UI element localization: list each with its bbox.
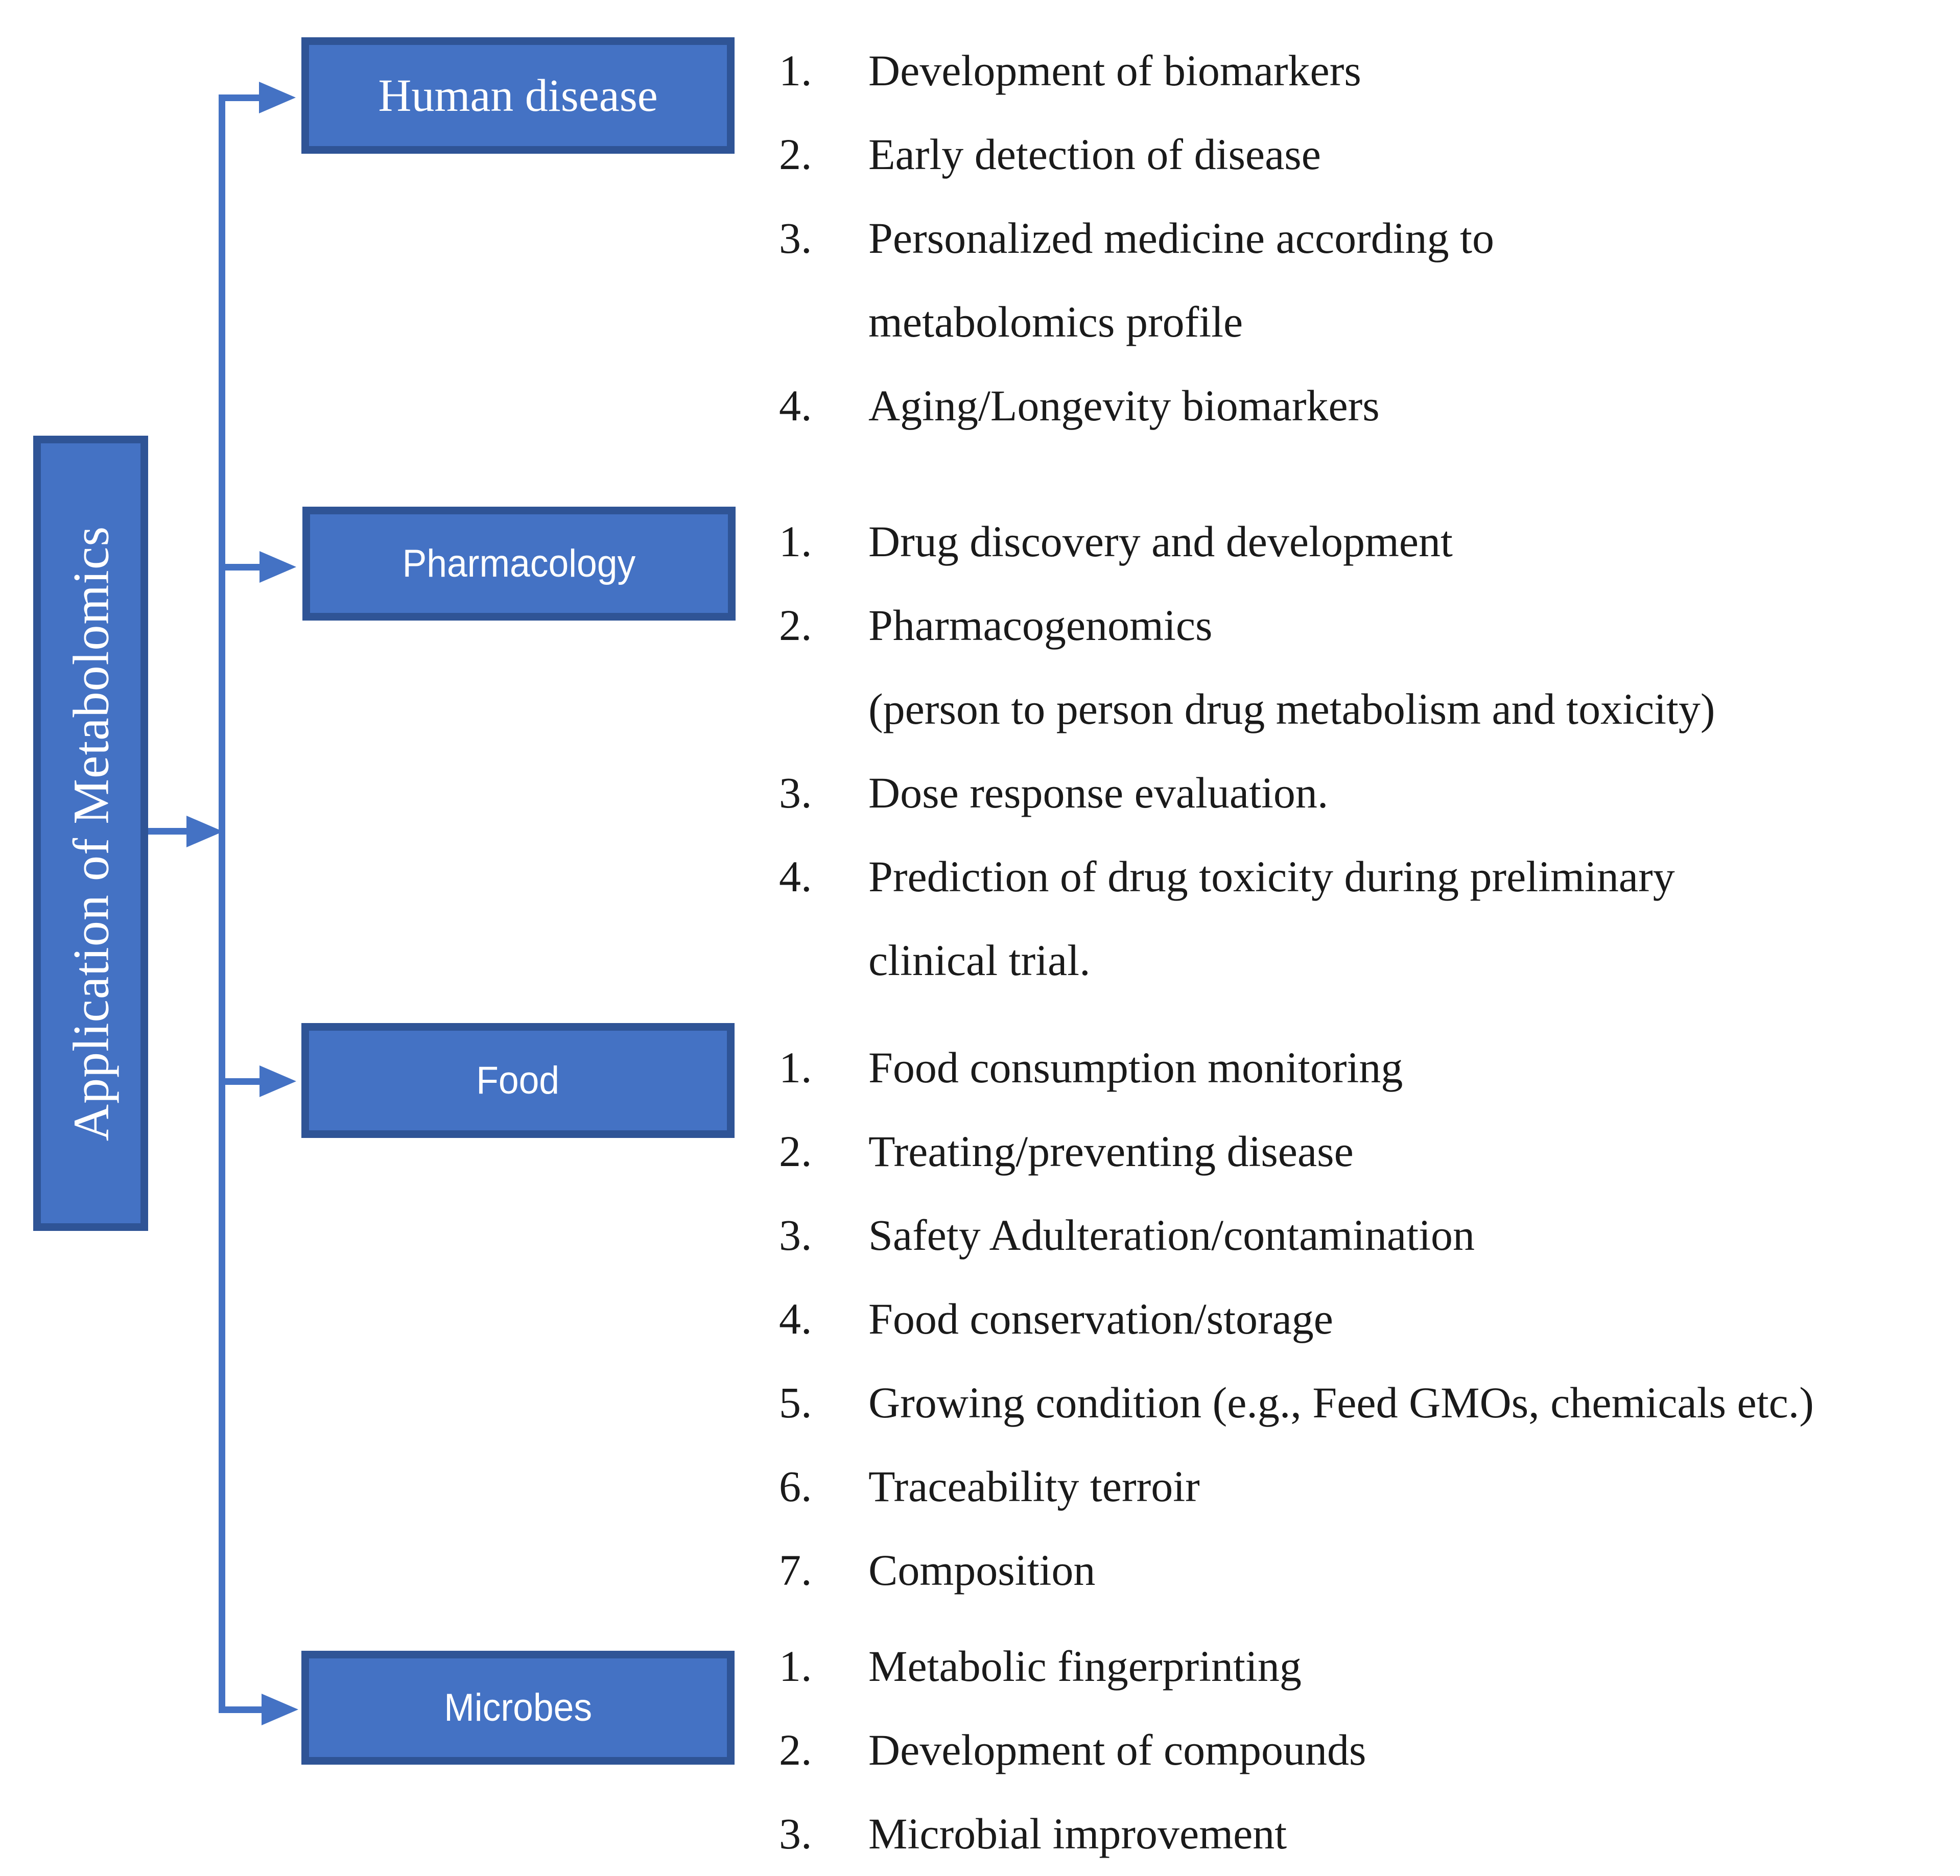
- list-item-number: 2.: [779, 601, 812, 650]
- list-item-number: 4.: [779, 381, 812, 430]
- list-item-text: Composition: [868, 1546, 1096, 1595]
- list-item: 4. Aging/Longevity biomarkers: [779, 364, 1494, 447]
- list-item-text: Metabolic fingerprinting: [868, 1642, 1302, 1691]
- connector-to-human-disease: [219, 94, 262, 101]
- list-item-number: 1.: [779, 46, 812, 95]
- list-item-number: 5.: [779, 1378, 812, 1427]
- list-item-text: Microbial improvement: [868, 1809, 1287, 1858]
- connector-root-to-trunk: [148, 828, 189, 835]
- list-item: 6. Traceability terroir: [779, 1444, 1814, 1528]
- list-item: 7. Composition: [779, 1528, 1814, 1612]
- list-item-text: Growing condition (e.g., Feed GMOs, chem…: [868, 1378, 1814, 1427]
- list-item: 2. Pharmacogenomics (person to person dr…: [779, 583, 1715, 751]
- arrowhead-food-icon: [259, 1065, 296, 1097]
- branch-box-label: Microbes: [444, 1686, 592, 1729]
- arrowhead-human-disease-icon: [259, 82, 296, 113]
- branch-box-label: Food: [476, 1059, 560, 1102]
- list-item-number: 1.: [779, 1043, 812, 1092]
- branch-box-human-disease: Human disease: [301, 37, 735, 154]
- root-box-label: Application of Metabolomics: [62, 526, 119, 1141]
- list-item-number: 2.: [779, 130, 812, 179]
- branch-box-microbes: Microbes: [301, 1651, 735, 1765]
- list-item: 1. Food consumption monitoring: [779, 1026, 1814, 1109]
- branch-box-label: Pharmacology: [402, 542, 636, 585]
- list-item: 3. Safety Adulteration/contamination: [779, 1193, 1814, 1277]
- list-item: 1. Metabolic fingerprinting: [779, 1624, 1366, 1708]
- list-item-text: Safety Adulteration/contamination: [868, 1210, 1475, 1260]
- branch-box-food: Food: [301, 1023, 735, 1138]
- arrowhead-root-to-trunk-icon: [186, 816, 223, 847]
- list-item-number: 2.: [779, 1725, 812, 1774]
- list-item-number: 3.: [779, 768, 812, 817]
- list-item: 2. Treating/preventing disease: [779, 1109, 1814, 1193]
- list-item-text: Aging/Longevity biomarkers: [868, 381, 1380, 430]
- list-item-number: 4.: [779, 852, 812, 901]
- list-item-number: 6.: [779, 1462, 812, 1511]
- list-item: 3. Personalized medicine according to me…: [779, 196, 1494, 364]
- list-item-number: 1.: [779, 517, 812, 566]
- list-item-number: 3.: [779, 1210, 812, 1260]
- list-item-text: Treating/preventing disease: [868, 1127, 1354, 1176]
- list-item: 3. Microbial improvement: [779, 1792, 1366, 1875]
- list-food: 1. Food consumption monitoring 2. Treati…: [779, 1026, 1814, 1612]
- list-item: 3. Dose response evaluation.: [779, 751, 1715, 835]
- list-item-number: 4.: [779, 1294, 812, 1343]
- list-item: 4. Prediction of drug toxicity during pr…: [779, 835, 1715, 1002]
- list-item-number: 3.: [779, 1809, 812, 1858]
- list-item-number: 7.: [779, 1546, 812, 1595]
- connector-to-microbes: [219, 1706, 265, 1713]
- arrowhead-microbes-icon: [262, 1694, 298, 1725]
- list-item-text: Pharmacogenomics (person to person drug …: [868, 601, 1715, 733]
- branch-box-label: Human disease: [378, 70, 658, 121]
- list-item: 2. Development of compounds: [779, 1708, 1366, 1792]
- arrowhead-pharmacology-icon: [259, 551, 296, 583]
- connector-trunk-line: [219, 94, 225, 1713]
- list-item-text: Personalized medicine according to metab…: [868, 213, 1495, 346]
- list-item-number: 1.: [779, 1642, 812, 1691]
- list-item-text: Early detection of disease: [868, 130, 1321, 179]
- list-item-text: Development of compounds: [868, 1725, 1366, 1774]
- list-item: 2. Early detection of disease: [779, 112, 1494, 196]
- list-pharmacology: 1. Drug discovery and development 2. Pha…: [779, 500, 1715, 1002]
- list-item-number: 2.: [779, 1127, 812, 1176]
- list-item-text: Food conservation/storage: [868, 1294, 1333, 1343]
- list-human-disease: 1. Development of biomarkers 2. Early de…: [779, 29, 1494, 447]
- list-microbes: 1. Metabolic fingerprinting 2. Developme…: [779, 1624, 1366, 1875]
- list-item: 5. Growing condition (e.g., Feed GMOs, c…: [779, 1361, 1814, 1444]
- branch-box-pharmacology: Pharmacology: [302, 507, 736, 621]
- list-item-text: Food consumption monitoring: [868, 1043, 1403, 1092]
- list-item-text: Prediction of drug toxicity during preli…: [868, 852, 1675, 985]
- list-item-text: Traceability terroir: [868, 1462, 1200, 1511]
- list-item-text: Development of biomarkers: [868, 46, 1361, 95]
- list-item: 1. Development of biomarkers: [779, 29, 1494, 112]
- list-item-number: 3.: [779, 213, 812, 263]
- list-item: 1. Drug discovery and development: [779, 500, 1715, 583]
- list-item: 4. Food conservation/storage: [779, 1277, 1814, 1361]
- list-item-text: Dose response evaluation.: [868, 768, 1329, 817]
- connector-to-pharmacology: [225, 564, 262, 571]
- list-item-text: Drug discovery and development: [868, 517, 1453, 566]
- root-box-application-of-metabolomics: Application of Metabolomics: [33, 436, 148, 1231]
- connector-to-food: [225, 1078, 262, 1085]
